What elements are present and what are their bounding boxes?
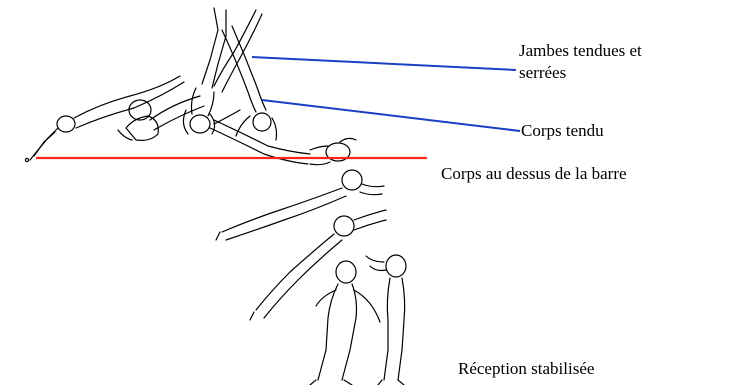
- label-landing: Réception stabilisée: [458, 358, 594, 380]
- pointer-legs: [252, 57, 516, 70]
- label-legs: Jambes tendues et serrées: [519, 40, 642, 84]
- gymnast-figure-2: [118, 96, 204, 140]
- gymnast-figure-6: [216, 170, 384, 240]
- pointer-body: [262, 100, 520, 131]
- label-body: Corps tendu: [521, 120, 604, 142]
- gymnast-sequence: [25, 8, 406, 385]
- label-legs-line1: Jambes tendues et: [519, 40, 642, 62]
- gymnast-figure-1: [25, 76, 184, 162]
- gymnast-figure-9: [366, 255, 406, 385]
- gymnast-figure-8: [310, 261, 380, 385]
- label-legs-line2: serrées: [519, 62, 642, 84]
- annotation-pointers: [252, 57, 520, 131]
- label-above-bar: Corps au dessus de la barre: [441, 163, 627, 185]
